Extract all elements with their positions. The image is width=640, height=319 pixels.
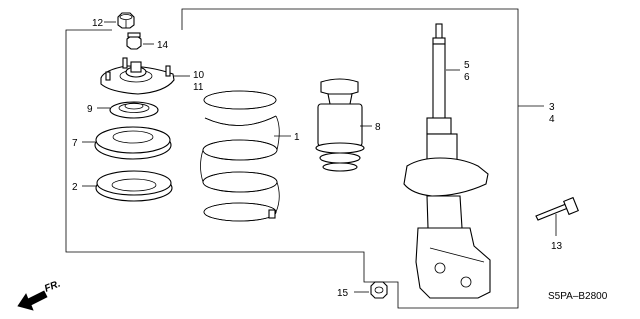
callout-6[interactable]: 6 bbox=[464, 72, 470, 83]
callout-5[interactable]: 5 bbox=[464, 60, 470, 71]
part-7-upper-spring-seat[interactable] bbox=[94, 126, 172, 160]
part-8-bump-stop[interactable] bbox=[315, 78, 365, 172]
part-10-11-strut-mount[interactable] bbox=[100, 57, 175, 95]
part-9-bearing[interactable] bbox=[109, 101, 159, 119]
callout-2[interactable]: 2 bbox=[72, 182, 78, 193]
callout-13[interactable]: 13 bbox=[551, 241, 563, 252]
part-13-flange-bolt[interactable] bbox=[535, 196, 579, 221]
diagram-code: S5PA–B2800 bbox=[548, 291, 608, 302]
callout-7[interactable]: 7 bbox=[72, 138, 78, 149]
callout-12[interactable]: 12 bbox=[92, 18, 104, 29]
callout-11[interactable]: 11 bbox=[193, 82, 204, 93]
front-direction-arrow-icon bbox=[17, 290, 48, 311]
assembly-boundary bbox=[65, 8, 519, 309]
part-2-lower-spring-seat[interactable] bbox=[95, 170, 173, 202]
callout-9[interactable]: 9 bbox=[87, 104, 93, 115]
callout-1[interactable]: 1 bbox=[294, 132, 300, 143]
callout-3[interactable]: 3 bbox=[549, 102, 555, 113]
callout-14[interactable]: 14 bbox=[157, 40, 169, 51]
callout-8[interactable]: 8 bbox=[375, 122, 381, 133]
part-12-nut[interactable] bbox=[117, 12, 135, 29]
callout-15[interactable]: 15 bbox=[337, 288, 349, 299]
callout-10[interactable]: 10 bbox=[193, 70, 205, 81]
part-5-6-strut-assembly[interactable] bbox=[403, 23, 491, 299]
part-14-self-locking-nut[interactable] bbox=[126, 32, 142, 50]
part-1-coil-spring[interactable] bbox=[200, 90, 280, 222]
callout-4[interactable]: 4 bbox=[549, 114, 555, 125]
part-15-flange-nut[interactable] bbox=[370, 281, 388, 299]
direction-label: FR. bbox=[43, 279, 62, 295]
